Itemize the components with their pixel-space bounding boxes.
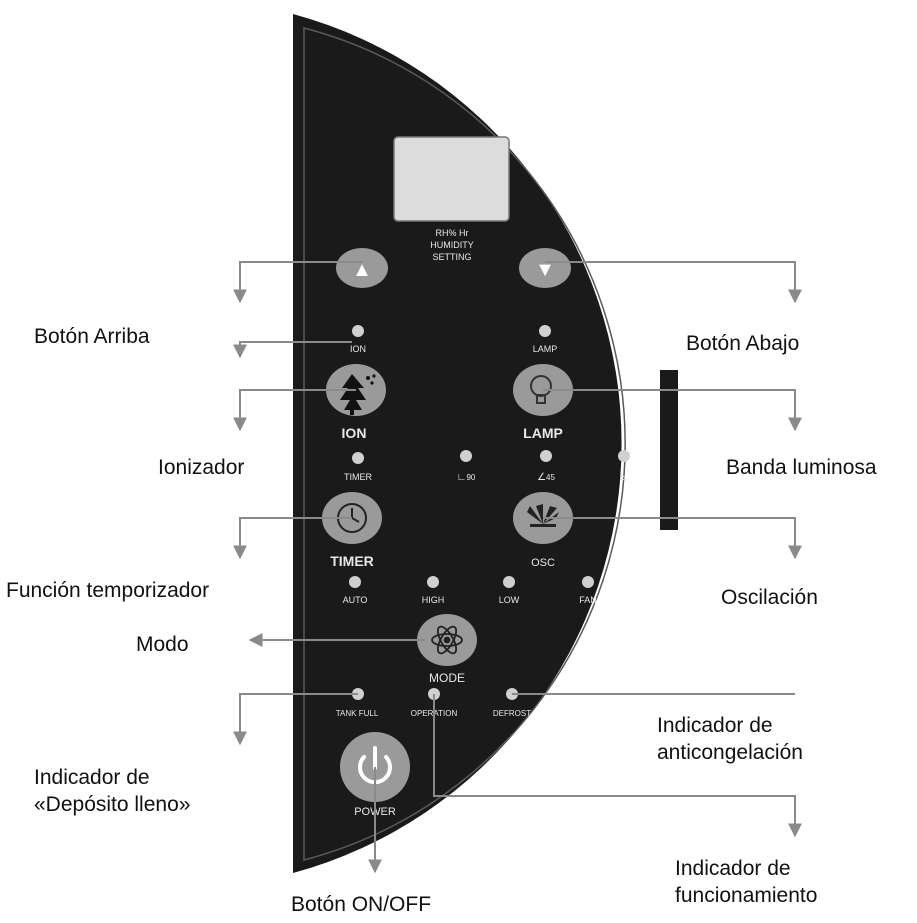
auto-indicator-label: AUTO xyxy=(343,595,368,605)
atom-icon xyxy=(431,625,463,655)
callout-antifreeze-line2: anticongelación xyxy=(657,741,803,764)
angle-90-indicator-label: ∟90 xyxy=(457,472,476,483)
angle-90-indicator-led xyxy=(460,450,472,462)
low-indicator-label: LOW xyxy=(499,595,520,605)
mode-button-label: MODE xyxy=(429,671,465,685)
callout-antifreeze: Indicador de anticongelación xyxy=(657,712,803,766)
timer-indicator-label: TIMER xyxy=(344,472,372,482)
ion-button-label: ION xyxy=(342,425,367,441)
ion-indicator-led xyxy=(352,325,364,337)
callout-tank-full: Indicador de «Depósito lleno» xyxy=(34,764,190,818)
callout-operation: Indicador de funcionamiento xyxy=(675,855,817,909)
bulb-icon xyxy=(530,375,552,404)
ion-indicator-label: ION xyxy=(350,344,366,354)
tank-full-indicator-label: TANK FULL xyxy=(336,709,379,718)
callout-tank-full-line1: Indicador de xyxy=(34,766,150,789)
leader-up xyxy=(233,261,362,304)
callout-on-off: Botón ON/OFF xyxy=(291,893,432,916)
high-indicator-led xyxy=(427,576,439,588)
display-label-rh: RH% Hr xyxy=(435,228,468,238)
callout-mode: Modo xyxy=(136,633,189,656)
leader-osc-b xyxy=(543,517,802,560)
angle-wide-icon: ⊾ xyxy=(619,471,628,483)
low-indicator-led xyxy=(503,576,515,588)
tree-icon xyxy=(340,374,376,415)
mode-button[interactable] xyxy=(417,614,477,666)
timer-indicator-led xyxy=(352,452,364,464)
callout-antifreeze-line1: Indicador de xyxy=(657,714,773,737)
lamp-indicator-label: LAMP xyxy=(533,344,558,354)
arrow-down-icon: ▼ xyxy=(535,259,555,281)
leader-timer-c xyxy=(233,341,352,359)
fan-indicator-led xyxy=(582,576,594,588)
callout-light-band: Banda luminosa xyxy=(726,456,877,479)
arrow-up-icon: ▲ xyxy=(352,259,372,281)
angle-45-indicator-led xyxy=(540,450,552,462)
callout-timer-function: Función temporizador xyxy=(6,579,210,602)
leader-down xyxy=(545,261,802,304)
callout-operation-line1: Indicador de xyxy=(675,857,791,880)
display-label-setting: SETTING xyxy=(432,252,471,262)
timer-button-label: TIMER xyxy=(330,553,374,569)
callout-oscillation: Oscilación xyxy=(721,586,818,609)
leader-tank-full xyxy=(233,693,358,746)
down-button[interactable]: ▼ xyxy=(519,248,571,288)
callout-up-button: Botón Arriba xyxy=(34,325,150,348)
callout-down-button: Botón Abajo xyxy=(686,332,800,355)
leader-operation xyxy=(433,694,802,838)
fan-indicator-label: FAN xyxy=(579,595,597,605)
angle-45-indicator-label: ∠45 xyxy=(537,472,555,483)
defrost-indicator-label: DEFROST xyxy=(493,709,531,718)
leader-lamp xyxy=(543,389,802,432)
auto-indicator-led xyxy=(349,576,361,588)
osc-button-label: OSC xyxy=(531,557,555,569)
up-button[interactable]: ▲ xyxy=(336,248,388,288)
high-indicator-label: HIGH xyxy=(422,595,445,605)
callout-operation-line2: funcionamiento xyxy=(675,884,818,907)
callout-ionizer: Ionizador xyxy=(158,456,245,479)
leader-lines xyxy=(233,261,802,874)
humidity-display xyxy=(393,136,510,222)
lamp-button-label: LAMP xyxy=(523,425,563,441)
lamp-indicator-led xyxy=(539,325,551,337)
leader-timer-d xyxy=(233,517,352,560)
callout-tank-full-line2: «Depósito lleno» xyxy=(34,793,191,816)
leader-ion xyxy=(233,389,356,432)
angle-wide-indicator-led xyxy=(618,450,630,462)
display-label-humidity: HUMIDITY xyxy=(430,240,474,250)
